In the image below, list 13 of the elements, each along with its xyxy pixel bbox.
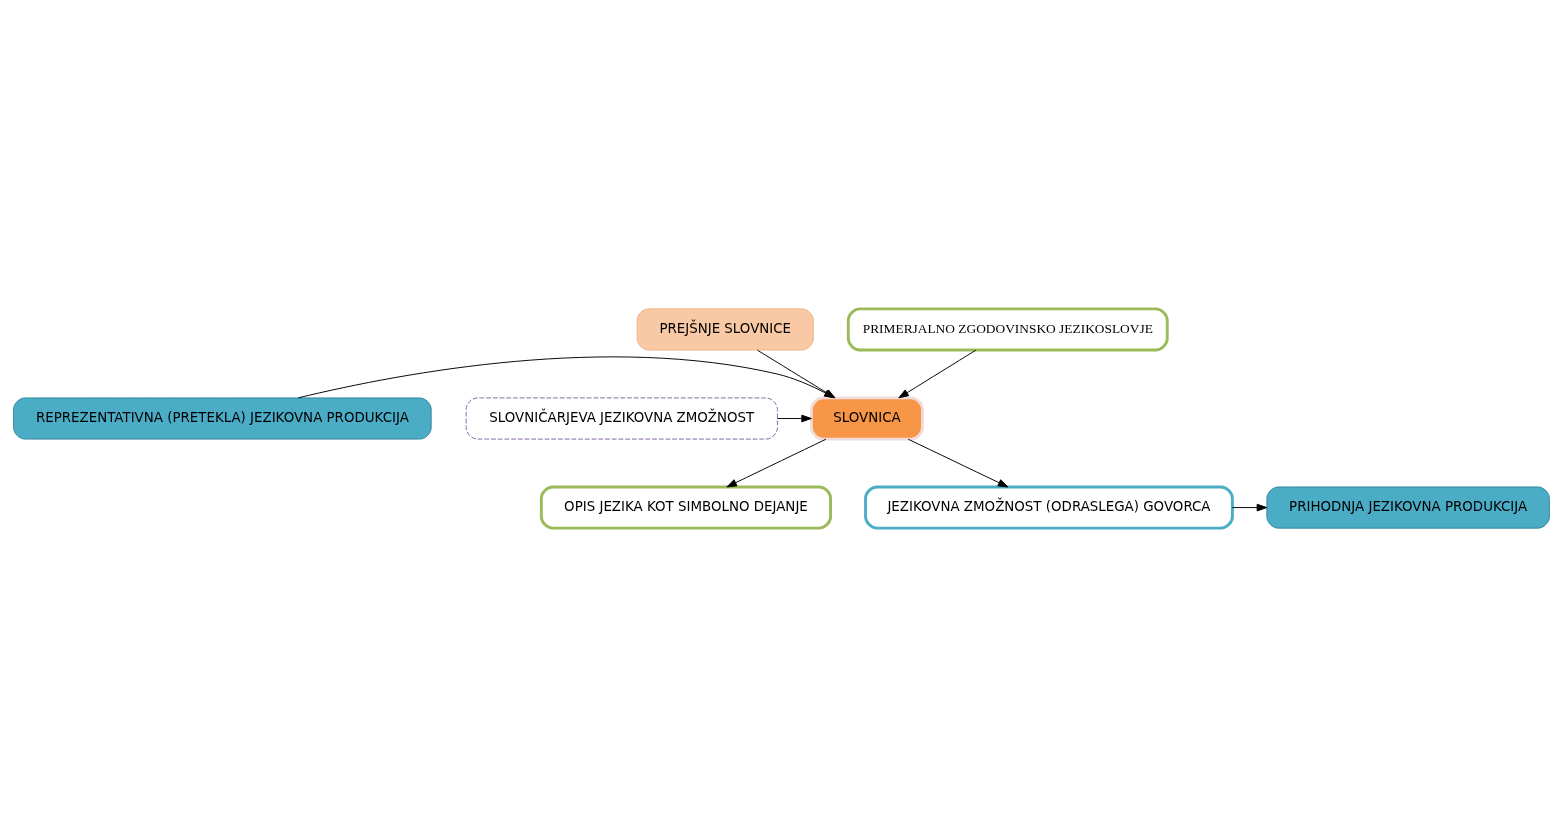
node-box: PREJŠNJE SLOVNICE [636, 307, 814, 350]
node-box: REPREZENTATIVNA (PRETEKLA) JEZIKOVNA PRODUKCIJA [13, 396, 432, 440]
arrow [1231, 503, 1268, 511]
node-box: SLOVNICA [810, 395, 924, 441]
arrow [898, 349, 977, 398]
node-box: OPIS JEZIKA KOT SIMBOLNO DEJANJE [539, 485, 833, 530]
arrow [776, 414, 812, 422]
arrow [907, 438, 1009, 487]
node-box: SLOVNIČARJEVA JEZIKOVNA ZMOŽNOST [465, 396, 778, 440]
node-box: PRIMERJALNO ZGODOVINSKO JEZIKOSLOVJE [846, 306, 1169, 351]
arrow [726, 438, 827, 487]
node-box: PRIHODNJA JEZIKOVNA PRODUKCIJA [1266, 486, 1550, 529]
node-box: JEZIKOVNA ZMOŽNOST (ODRASLEGA) GOVORCA [864, 485, 1234, 530]
